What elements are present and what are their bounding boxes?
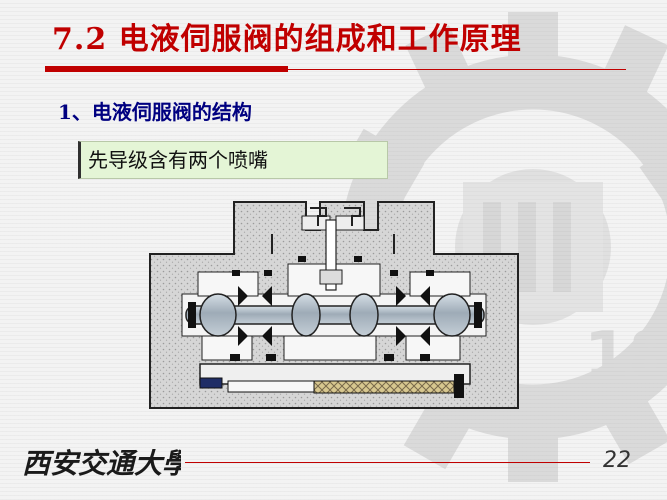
logo-text: 西安交通大學 xyxy=(22,447,181,480)
note-box: 先导级含有两个喷嘴 xyxy=(78,141,388,179)
servo-valve-section-icon xyxy=(149,201,519,409)
watermark-text: 189 xyxy=(584,319,667,393)
title-rule-thin xyxy=(288,69,626,70)
note-text: 先导级含有两个喷嘴 xyxy=(88,148,268,172)
filter-assembly xyxy=(199,374,464,398)
nozzle-assembly xyxy=(271,207,395,291)
slide-title: 7.2 电液伺服阀的组成和工作原理 xyxy=(52,22,522,57)
footer-rule xyxy=(185,462,590,463)
page-number: 22 xyxy=(603,448,631,473)
valve-spool xyxy=(185,293,485,337)
section-heading: 1、电液伺服阀的结构 xyxy=(58,100,252,124)
sealing-blocks xyxy=(230,256,434,361)
university-logo: 西安交通大學 xyxy=(22,447,181,480)
title-rule-thick xyxy=(45,66,288,72)
